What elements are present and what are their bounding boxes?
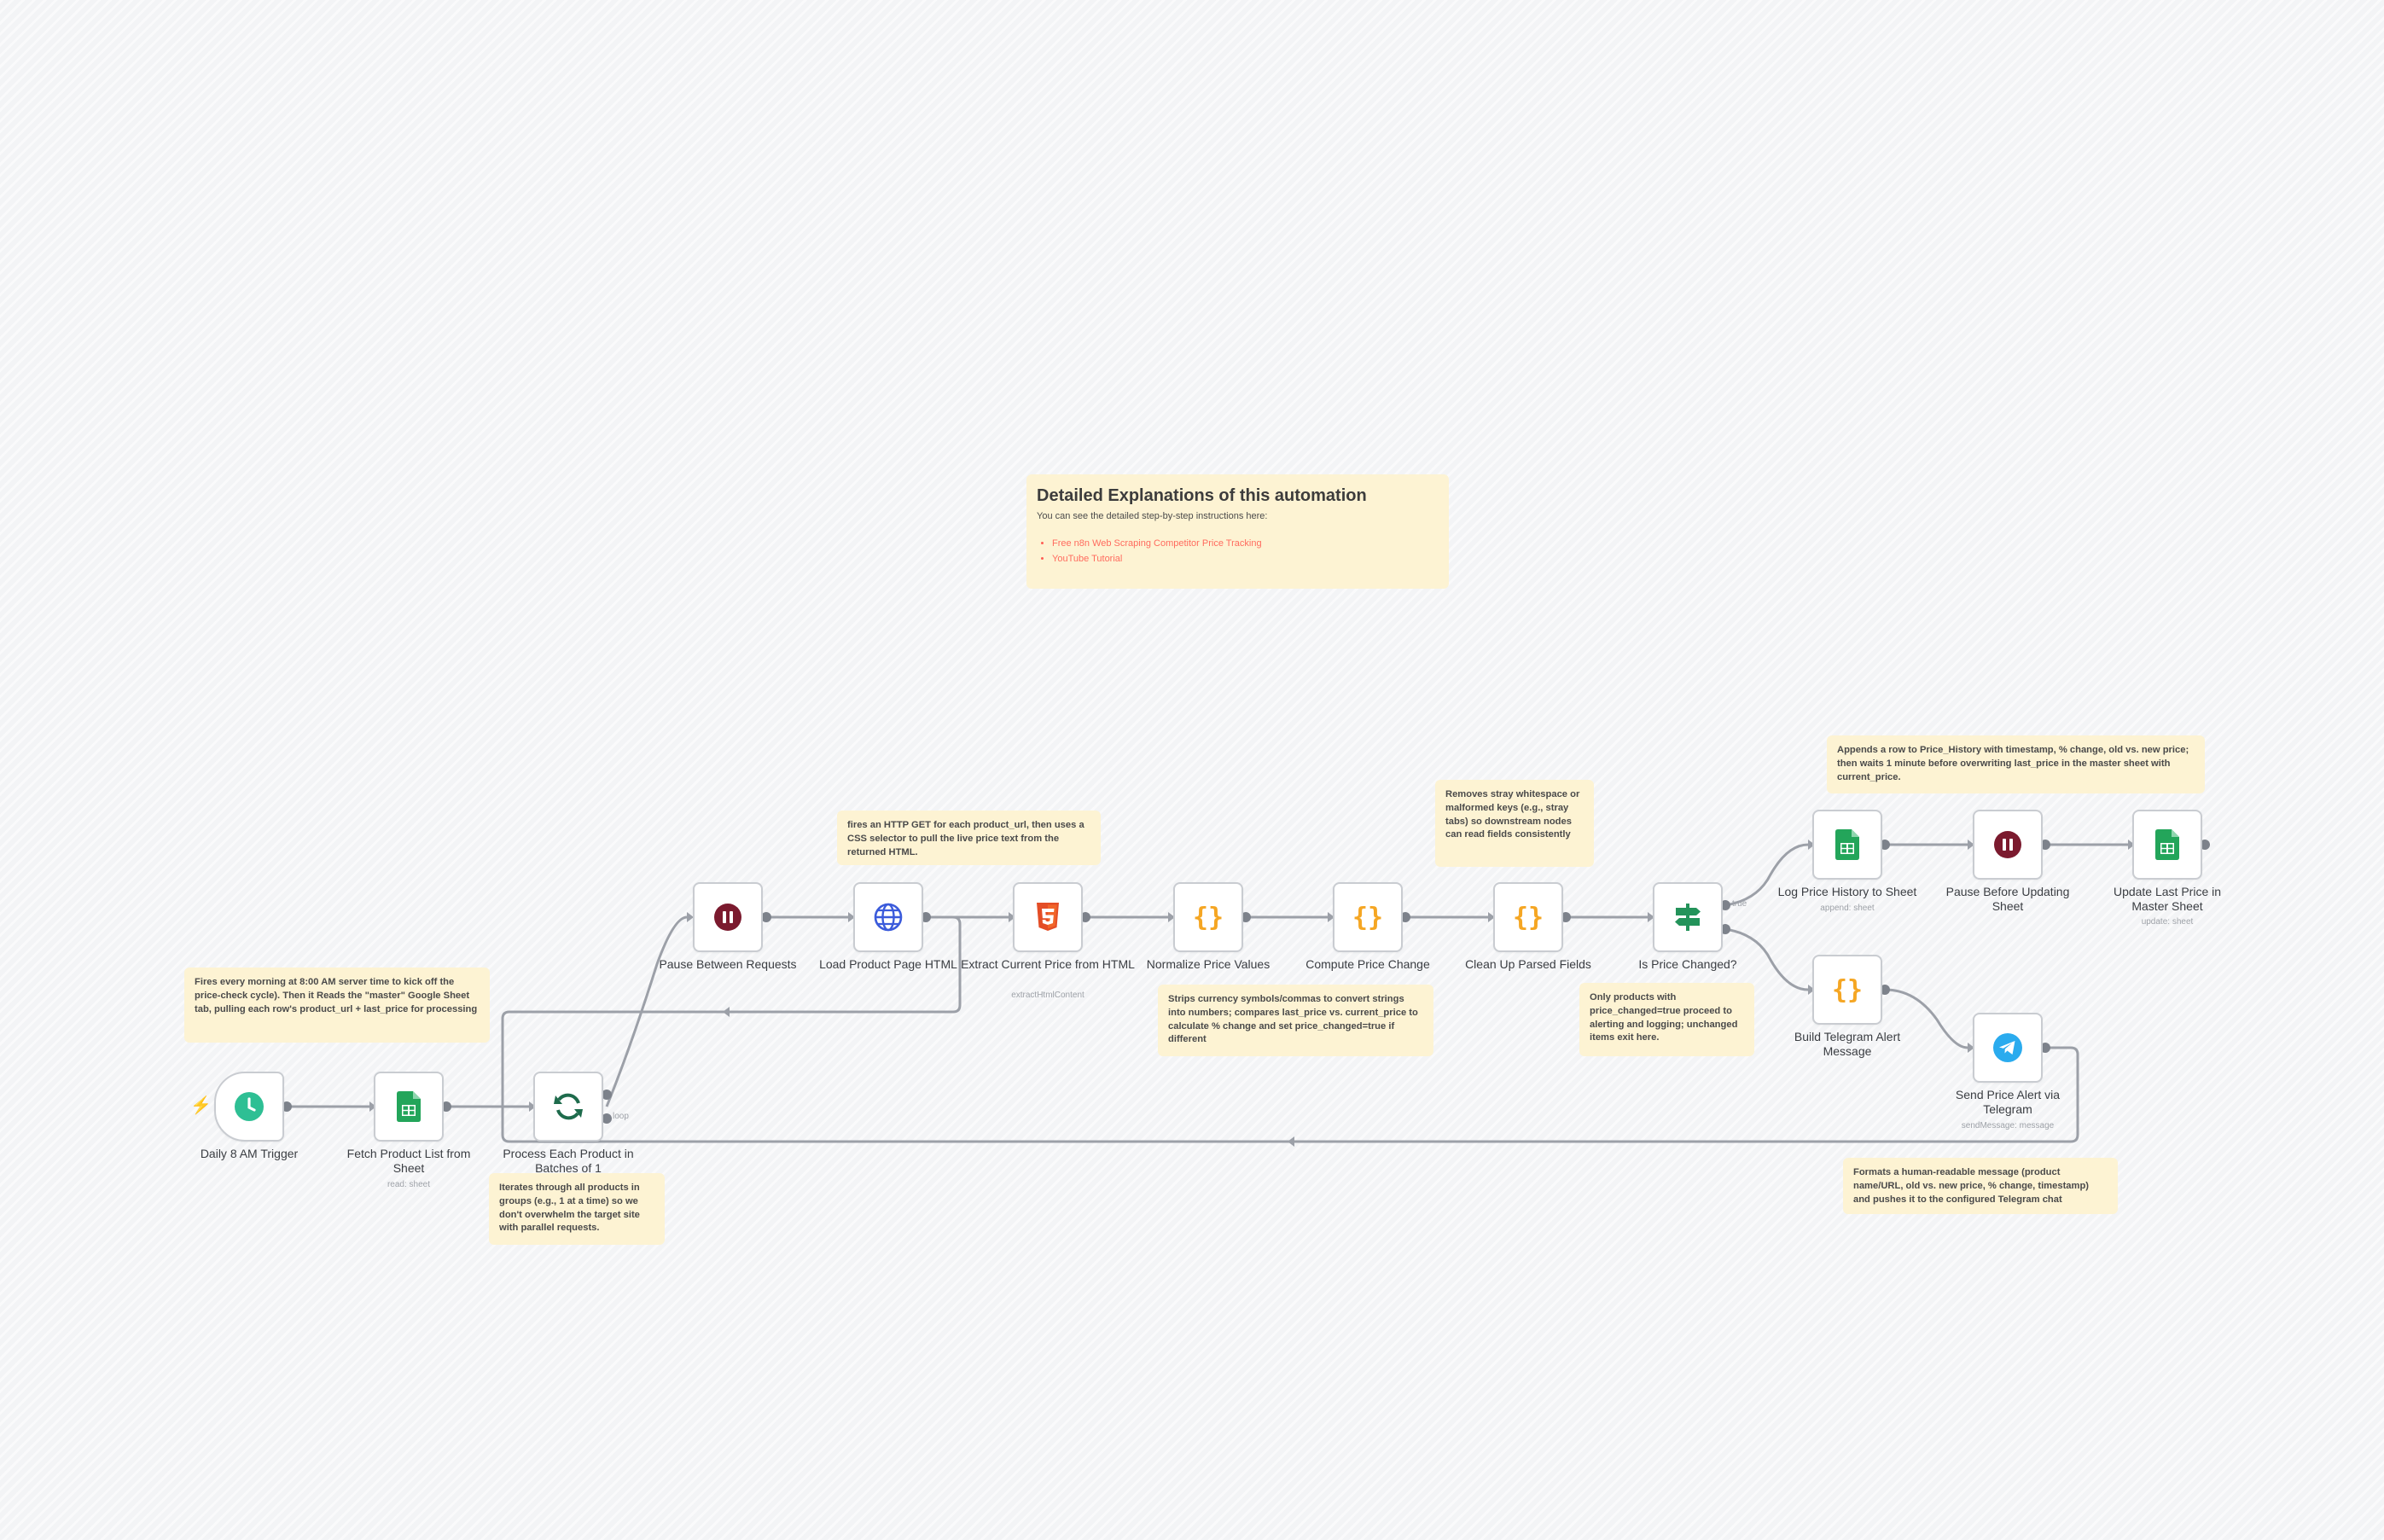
node-sublabel: read: sheet [387, 1180, 431, 1189]
code-braces-icon: {} [1191, 904, 1225, 931]
node-sublabel: append: sheet [1820, 904, 1875, 913]
node-sublabel: extractHtmlContent [1011, 991, 1084, 1000]
node-label: Clean Up Parsed Fields [1465, 957, 1591, 971]
code-braces-icon: {} [1351, 904, 1385, 931]
sticky-note-normalize[interactable]: Strips currency symbols/commas to conver… [1158, 985, 1433, 1056]
svg-text:{}: {} [1513, 904, 1544, 931]
node-normalize[interactable]: {} [1173, 882, 1243, 952]
node-compute[interactable]: {} [1333, 882, 1403, 952]
node-build-alert[interactable]: {} [1812, 955, 1882, 1025]
node-label: Normalize Price Values [1146, 957, 1270, 971]
sticky-note-trigger[interactable]: Fires every morning at 8:00 AM server ti… [184, 968, 490, 1043]
node-log-history[interactable] [1812, 810, 1882, 880]
sticky-note-http[interactable]: fires an HTTP GET for each product_url, … [837, 811, 1101, 865]
node-label: Build Telegram Alert Message [1794, 1030, 1901, 1058]
sticky-note-cleanup[interactable]: Removes stray whitespace or malformed ke… [1435, 780, 1594, 867]
sticky-note-append[interactable]: Appends a row to Price_History with time… [1827, 735, 2205, 793]
html5-icon [1035, 903, 1061, 932]
globe-icon [873, 902, 904, 933]
loop-icon [552, 1090, 584, 1123]
note-links: Free n8n Web Scraping Competitor Price T… [1037, 536, 1439, 567]
google-sheets-icon [397, 1091, 421, 1122]
node-label: Log Price History to Sheet [1777, 885, 1917, 898]
google-sheets-icon [1835, 829, 1859, 860]
connection [605, 915, 688, 1107]
sticky-note-main[interactable]: Detailed Explanations of this automation… [1026, 474, 1449, 589]
telegram-icon [1992, 1032, 2023, 1063]
node-label: Daily 8 AM Trigger [200, 1147, 299, 1160]
note-link[interactable]: YouTube Tutorial [1052, 551, 1439, 567]
loop-back-connection [501, 1046, 2079, 1143]
node-pause-requests[interactable] [693, 882, 763, 952]
sticky-note-batches[interactable]: Iterates through all products in groups … [489, 1173, 665, 1245]
node-label: Update Last Price in Master Sheet [2113, 885, 2222, 913]
node-extract-price[interactable] [1013, 882, 1083, 952]
node-label: Process Each Product in Batches of 1 [503, 1147, 634, 1175]
node-label: Extract Current Price from HTML [961, 957, 1135, 971]
node-label: Load Product Page HTML [819, 957, 957, 971]
node-send-alert[interactable] [1973, 1013, 2043, 1083]
node-sublabel: update: sheet [2141, 917, 2194, 927]
sticky-note-telegram[interactable]: Formats a human-readable message (produc… [1843, 1158, 2118, 1214]
true-output-label: true [1732, 899, 1747, 909]
node-label: Is Price Changed? [1638, 957, 1737, 971]
node-label: Pause Between Requests [659, 957, 797, 971]
svg-text:{}: {} [1352, 904, 1383, 931]
google-sheets-icon [2155, 829, 2179, 860]
node-label: Compute Price Change [1305, 957, 1430, 971]
svg-text:{}: {} [1193, 904, 1224, 931]
trigger-bolt-icon: ⚡ [190, 1096, 212, 1115]
node-label: Send Price Alert via Telegram [1955, 1088, 2061, 1116]
note-title: Detailed Explanations of this automation [1037, 486, 1367, 505]
note-text: You can see the detailed step-by-step in… [1037, 511, 1268, 521]
svg-text:{}: {} [1832, 976, 1863, 1003]
note-link[interactable]: Free n8n Web Scraping Competitor Price T… [1052, 536, 1439, 551]
node-fetch-products[interactable] [374, 1072, 444, 1142]
node-label: Pause Before Updating Sheet [1945, 885, 2070, 913]
pause-icon [1993, 830, 2022, 859]
node-sublabel: sendMessage: message [1961, 1121, 2055, 1130]
node-pause-update[interactable] [1973, 810, 2043, 880]
node-update-master[interactable] [2132, 810, 2202, 880]
code-braces-icon: {} [1511, 904, 1545, 931]
code-braces-icon: {} [1830, 976, 1864, 1003]
node-is-changed[interactable] [1653, 882, 1723, 952]
sticky-note-if[interactable]: Only products with price_changed=true pr… [1579, 983, 1754, 1056]
node-label: Fetch Product List from Sheet [346, 1147, 471, 1175]
node-cleanup[interactable]: {} [1493, 882, 1563, 952]
node-load-page[interactable] [853, 882, 923, 952]
if-signpost-icon [1672, 902, 1703, 933]
node-batches[interactable] [533, 1072, 603, 1142]
clock-icon [234, 1091, 265, 1122]
loop-output-label: loop [613, 1112, 629, 1121]
node-daily-trigger[interactable] [214, 1072, 284, 1142]
pause-icon [713, 903, 742, 932]
